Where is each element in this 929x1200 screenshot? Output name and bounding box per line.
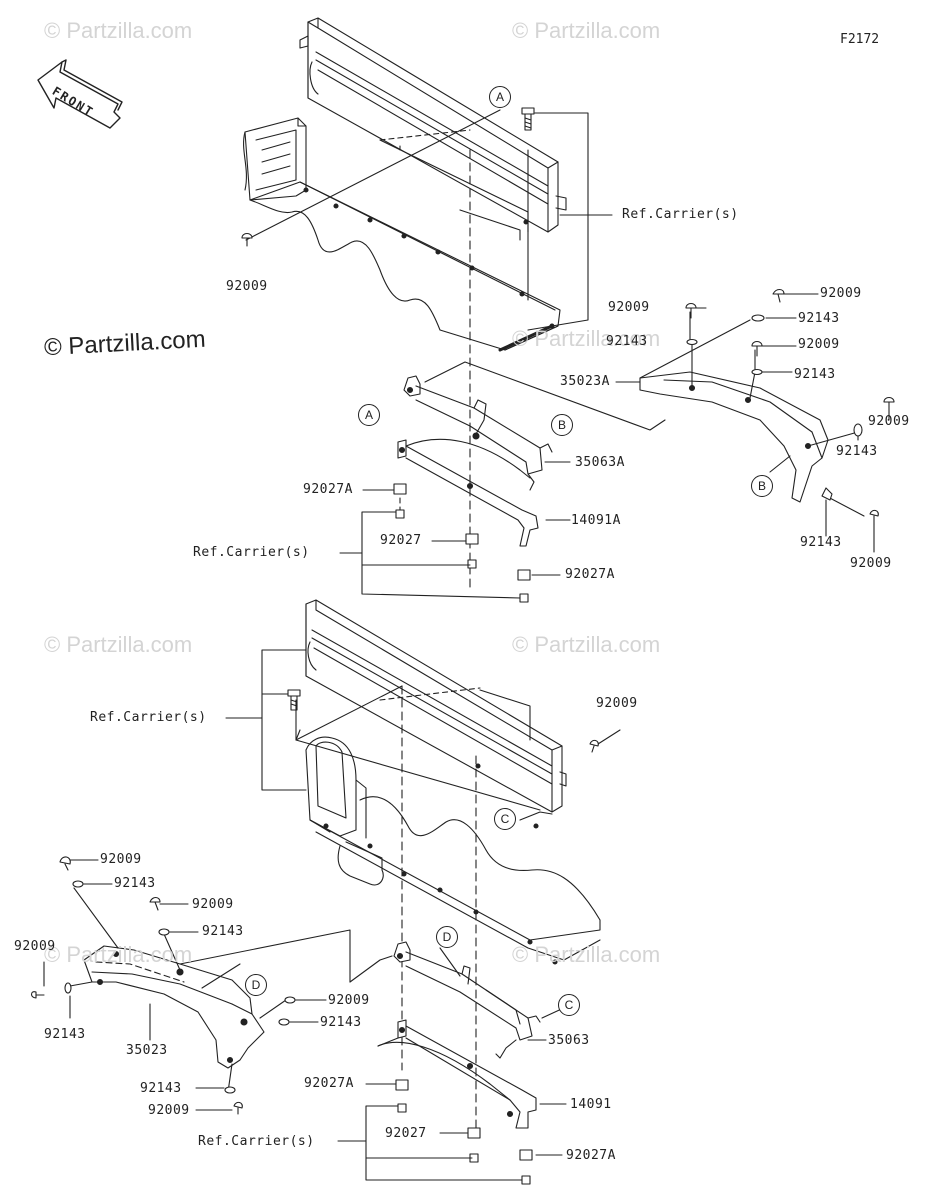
leader-ref-bottom — [261, 649, 307, 791]
leader-ref-bottom-bracket — [365, 1105, 523, 1181]
part-label-ref-carrier[interactable]: Ref.Carrier(s) — [198, 1134, 315, 1149]
part-label-92143[interactable]: 92143 — [800, 535, 842, 550]
part-label-35063a[interactable]: 35063A — [575, 455, 625, 470]
callout-d: D — [436, 926, 458, 948]
front-arrow-icon — [37, 59, 123, 129]
callout-a: A — [489, 86, 511, 108]
callout-c: C — [558, 994, 580, 1016]
part-label-92027[interactable]: 92027 — [380, 533, 422, 548]
part-label-92009[interactable]: 92009 — [148, 1103, 190, 1118]
screw-icon — [241, 232, 253, 247]
part-label-14091[interactable]: 14091 — [570, 1097, 612, 1112]
leader-bolt-bracket — [527, 112, 589, 331]
leader-92009-bottom — [597, 729, 621, 745]
part-label-ref-carrier[interactable]: Ref.Carrier(s) — [90, 710, 207, 725]
part-label-92143[interactable]: 92143 — [44, 1027, 86, 1042]
part-label-92143[interactable]: 92143 — [794, 367, 836, 382]
top-floor-holes — [303, 187, 555, 329]
bottom-bar-14091 — [377, 1019, 537, 1129]
part-label-92009[interactable]: 92009 — [328, 993, 370, 1008]
part-label-92143[interactable]: 92143 — [202, 924, 244, 939]
bolt-icon — [287, 689, 301, 711]
part-label-92143[interactable]: 92143 — [140, 1081, 182, 1096]
part-label-35023a[interactable]: 35023A — [560, 374, 610, 389]
watermark: © Partzilla.com — [512, 18, 661, 43]
watermark: © Partzilla.com — [44, 942, 193, 967]
leader-top-bracket — [424, 361, 666, 431]
part-label-92009[interactable]: 92009 — [820, 286, 862, 301]
part-label-92009[interactable]: 92009 — [192, 897, 234, 912]
top-bar-14091a — [397, 438, 539, 547]
bottom-left-fasteners — [30, 856, 296, 1115]
part-label-92009[interactable]: 92009 — [850, 556, 892, 571]
part-label-92143[interactable]: 92143 — [320, 1015, 362, 1030]
bolt-icon — [521, 107, 535, 131]
bottom-floor-holes — [323, 763, 558, 965]
part-label-92027a[interactable]: 92027A — [565, 567, 615, 582]
part-label-92143[interactable]: 92143 — [114, 876, 156, 891]
top-tailgate-panel — [299, 17, 567, 233]
part-label-92027a[interactable]: 92027A — [304, 1076, 354, 1091]
bottom-bracket-35063 — [393, 941, 541, 1059]
part-label-92009[interactable]: 92009 — [608, 300, 650, 315]
callout-c: C — [494, 808, 516, 830]
leader-bottom-bracket — [349, 955, 393, 983]
part-label-92143[interactable]: 92143 — [798, 311, 840, 326]
part-label-92027a[interactable]: 92027A — [303, 482, 353, 497]
callout-b: B — [551, 414, 573, 436]
bottom-bed-floor — [309, 687, 601, 961]
nut-icon — [395, 1079, 533, 1185]
top-bed-lip — [498, 324, 554, 352]
watermark: © Partzilla.com — [44, 632, 193, 657]
part-label-35063[interactable]: 35063 — [548, 1033, 590, 1048]
diagram-code: F2172 — [840, 32, 880, 47]
top-bracket-35063a — [403, 375, 553, 491]
leader-92143-top1 — [639, 319, 751, 379]
watermark: © Partzilla.com — [512, 632, 661, 657]
top-bed-wall — [243, 117, 307, 201]
part-label-35023[interactable]: 35023 — [126, 1043, 168, 1058]
part-label-92027[interactable]: 92027 — [385, 1126, 427, 1141]
leader-ref-top-bracket — [361, 511, 521, 599]
part-label-14091a[interactable]: 14091A — [571, 513, 621, 528]
watermark: © Partzilla.com — [512, 942, 661, 967]
nut-icon — [393, 483, 531, 603]
watermark: © Partzilla.com — [512, 326, 661, 351]
part-label-92009[interactable]: 92009 — [596, 696, 638, 711]
top-fender-35023a — [639, 371, 829, 503]
part-label-92009[interactable]: 92009 — [868, 414, 910, 429]
part-label-92009[interactable]: 92009 — [14, 939, 56, 954]
bottom-tailgate-panel — [305, 599, 567, 813]
callout-a: A — [358, 404, 380, 426]
part-label-92009[interactable]: 92009 — [798, 337, 840, 352]
part-label-92009[interactable]: 92009 — [226, 279, 268, 294]
watermark: © Partzilla.com — [44, 18, 193, 43]
callout-d: D — [245, 974, 267, 996]
part-label-92009[interactable]: 92009 — [100, 852, 142, 867]
part-label-92027a[interactable]: 92027A — [566, 1148, 616, 1163]
part-label-92143[interactable]: 92143 — [836, 444, 878, 459]
callout-b: B — [751, 475, 773, 497]
part-label-ref-carrier[interactable]: Ref.Carrier(s) — [193, 545, 310, 560]
part-label-92143[interactable]: 92143 — [606, 334, 648, 349]
leader-a-top — [245, 109, 501, 241]
part-label-ref-carrier[interactable]: Ref.Carrier(s) — [622, 207, 739, 222]
bottom-fender-35023 — [83, 945, 265, 1069]
screw-icon — [589, 739, 599, 753]
leader-d-bottom — [201, 963, 241, 989]
